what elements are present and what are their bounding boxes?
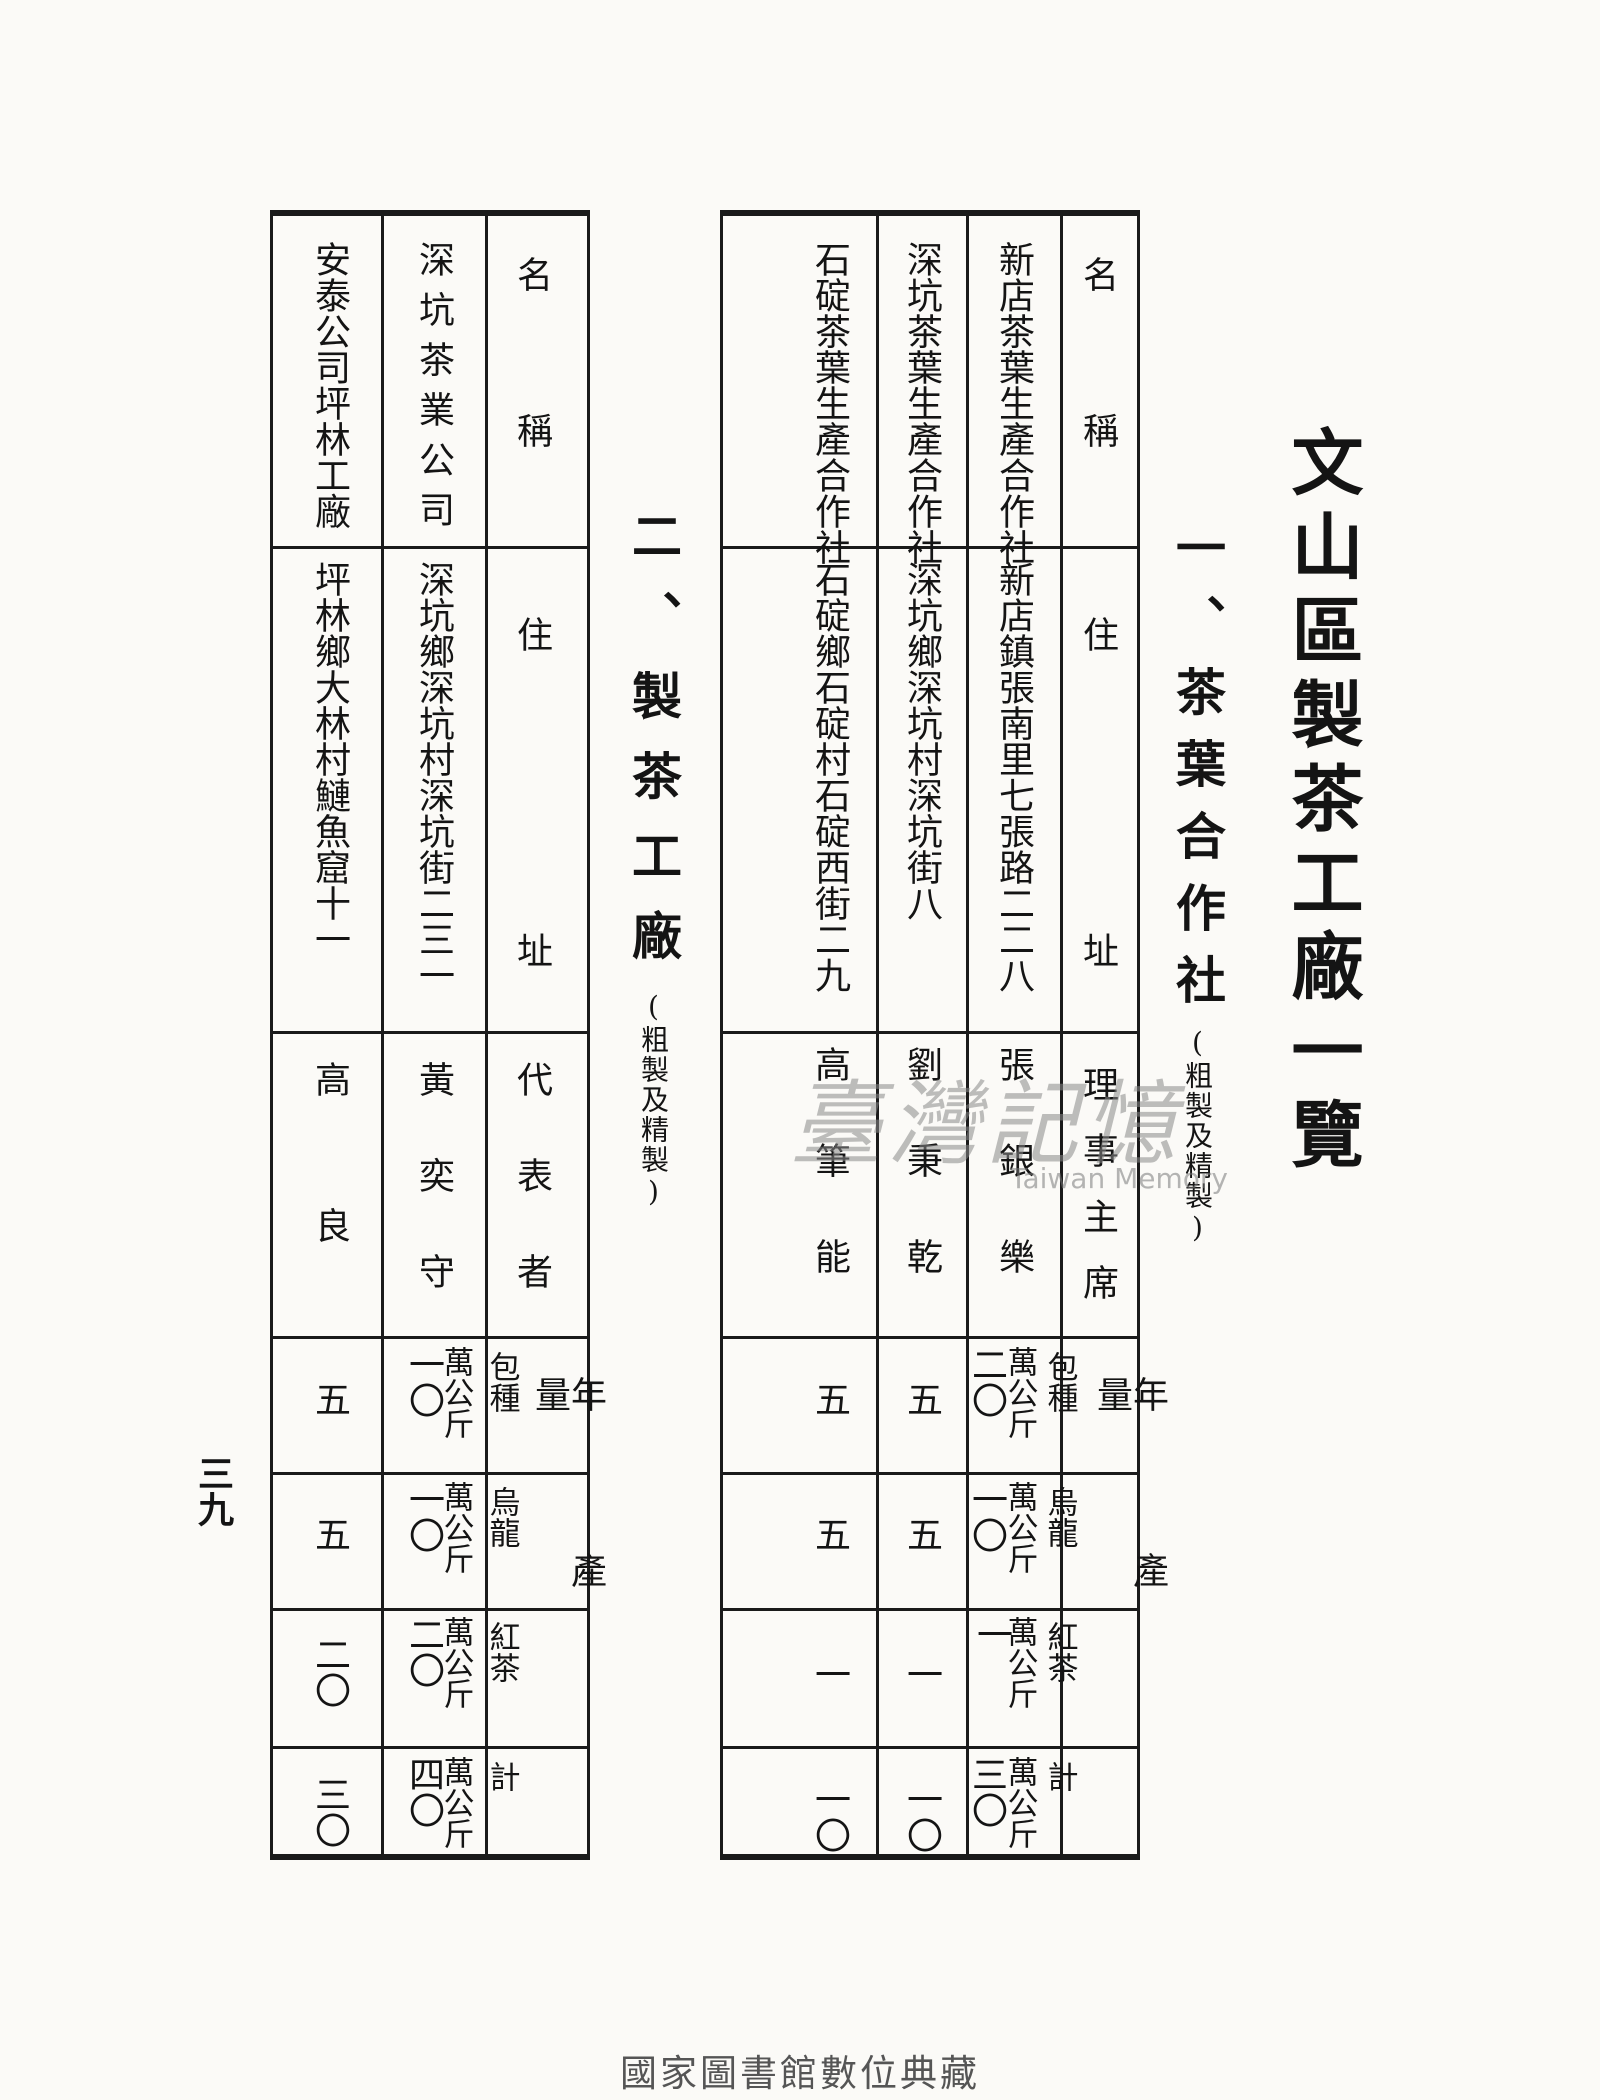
t1-r1-name: 新店茶葉生產合作社 [993,241,1034,565]
t2-r2-total: 三〇 [309,1776,350,1848]
t2-header-representative: 代表者 [511,1061,552,1349]
t2-r2-black: 二〇 [309,1636,350,1708]
section2-title: 二、製茶工廠 [624,510,683,990]
t2-header-annual-output: 年產量 [529,1376,606,1728]
t2-r2-paozhong: 五 [309,1381,350,1417]
t1-r1-total: 三〇 [966,1756,1007,1828]
section1-note: (粗製及精製) [1181,1026,1214,1246]
t2-header-total: 計 [483,1761,520,1792]
t1-r1-paozhong: 二〇 [966,1346,1007,1418]
section1-title: 一、茶葉合作社 [1168,522,1227,1026]
watermark: 臺灣記憶 Taiwan Memory [790,1050,1260,1210]
t2-r2-person: 高良 [309,1061,350,1353]
table2: 名稱 住址 代表者 年產量 包種 烏龍 紅茶 計 深坑茶業公司 深坑鄉深坑村深坑… [270,210,606,1860]
t2-header-black: 紅茶 [483,1621,520,1683]
header-total: 計 [1041,1761,1078,1792]
t1-r3-total: 一〇 [809,1781,850,1853]
t1-r1-person: 張銀樂 [993,1046,1034,1334]
t2-r1-unit-3: 萬公斤 [437,1616,474,1709]
header-name: 名稱 [1077,256,1118,568]
t1-r3-address: 石碇鄉石碇村石碇西街二九 [809,561,850,993]
t1-r3-oolong: 五 [809,1516,850,1552]
t2-header-address: 住址 [511,616,552,1248]
t1-r2-total: 一〇 [901,1781,942,1853]
t1-r1-black: 一 [971,1616,1012,1652]
t2-r1-unit-2: 萬公斤 [437,1481,474,1574]
t2-r1-total: 四〇 [403,1756,444,1828]
footer-credit: 國家圖書館數位典藏 [620,2052,980,2095]
t2-header-name: 名稱 [511,256,552,568]
t1-r3-name: 石碇茶葉生產合作社 [809,241,850,565]
t2-r1-black: 二〇 [403,1616,444,1688]
page-number: 三九 [192,1455,234,1527]
t2-r1-person: 黃奕守 [413,1061,454,1349]
section2-note: (粗製及精製) [637,990,670,1210]
t2-r1-paozhong: 一〇 [403,1346,444,1418]
t1-r1-unit-4: 萬公斤 [1001,1756,1038,1849]
section1-heading: 一、茶葉合作社(粗製及精製) [1168,522,1227,1246]
header-black: 紅茶 [1041,1621,1078,1683]
header-chairman: 理事主席 [1077,1066,1118,1330]
header-address: 住址 [1077,616,1118,1248]
t1-r2-black: 一 [901,1656,942,1692]
t1-r2-name: 深坑茶葉生產合作社 [901,241,942,565]
t1-r2-paozhong: 五 [901,1381,942,1417]
header-oolong: 烏龍 [1041,1486,1078,1548]
t2-r1-address: 深坑鄉深坑村深坑街二三一 [413,561,454,993]
t2-header-paozhong: 包種 [483,1351,520,1413]
t2-r2-address: 坪林鄉大林村鰱魚窟十一 [309,561,350,957]
t2-r1-name: 深坑茶業公司 [413,241,454,541]
t1-r3-paozhong: 五 [809,1381,850,1417]
t1-r1-oolong: 一〇 [966,1481,1007,1553]
t1-r2-address: 深坑鄉深坑村深坑街八 [901,561,942,921]
t1-r1-unit-3: 萬公斤 [1001,1616,1038,1709]
t2-r2-name: 安泰公司坪林工廠 [309,241,350,529]
t1-r1-unit-1: 萬公斤 [1001,1346,1038,1439]
t2-r1-unit-1: 萬公斤 [437,1346,474,1439]
table1: 名稱 住址 理事主席 年產量 包種 烏龍 紅茶 計 新店茶葉生產合作社 新店鎮張… [720,210,1168,1860]
section2-heading: 二、製茶工廠(粗製及精製) [624,510,683,1210]
t2-header-oolong: 烏龍 [483,1486,520,1548]
header-paozhong: 包種 [1041,1351,1078,1413]
header-annual-output: 年產量 [1091,1376,1168,1728]
t2-r1-unit-4: 萬公斤 [437,1756,474,1849]
t1-r1-address: 新店鎮張南里七張路二二八 [993,561,1034,993]
watermark-en: Taiwan Memory [1010,1162,1228,1195]
page-title: 文山區製茶工廠一覽 [1279,425,1364,1181]
t1-r3-black: 一 [809,1656,850,1692]
t2-r2-oolong: 五 [309,1516,350,1552]
t1-r2-oolong: 五 [901,1516,942,1552]
t2-r1-oolong: 一〇 [403,1481,444,1553]
watermark-cn: 臺灣記憶 [790,1071,1183,1178]
t1-r2-person: 劉秉乾 [901,1046,942,1334]
t1-r1-unit-2: 萬公斤 [1001,1481,1038,1574]
t1-r3-person: 高筆能 [809,1046,850,1334]
